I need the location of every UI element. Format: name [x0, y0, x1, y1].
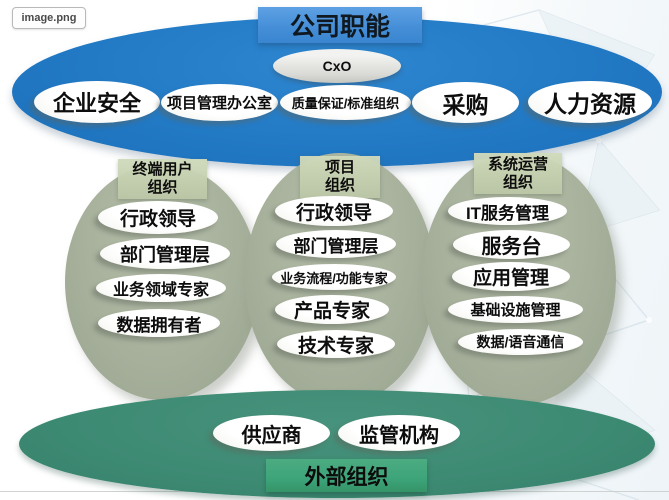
filename-badge: image.png — [12, 7, 86, 29]
role-pill: 部门管理层 — [100, 238, 230, 269]
role-pill: 数据/语音通信 — [458, 329, 583, 355]
function-pill-quality-standards: 质量保证/标准组织 — [280, 85, 411, 120]
external-pill-suppliers: 供应商 — [213, 415, 330, 451]
role-pill: 服务台 — [453, 230, 570, 259]
group-header-line1: 系统运营 — [487, 155, 548, 173]
group-header-line1: 项目 — [324, 159, 355, 177]
group-header-end-user: 终端用户 组织 — [118, 159, 207, 199]
cxo-pill: CxO — [273, 49, 401, 83]
group-header-project: 项目 组织 — [300, 156, 380, 198]
role-pill: IT服务管理 — [448, 197, 567, 225]
group-header-line1: 终端用户 — [132, 161, 193, 179]
role-pill: 业务领域专家 — [96, 274, 226, 302]
external-pill-regulators: 监管机构 — [338, 415, 460, 451]
role-pill: 数据拥有者 — [98, 309, 220, 337]
role-pill: 行政领导 — [275, 196, 393, 226]
external-org-banner: 外部组织 — [266, 459, 427, 492]
group-header-line2: 组织 — [147, 179, 178, 196]
role-pill: 产品专家 — [275, 295, 389, 324]
function-pill-hr: 人力资源 — [528, 81, 652, 123]
role-pill: 部门管理层 — [276, 230, 396, 258]
role-pill: 应用管理 — [452, 262, 570, 291]
function-pill-pmo: 项目管理办公室 — [161, 84, 278, 121]
company-functions-banner: 公司职能 — [258, 7, 422, 43]
role-pill: 技术专家 — [277, 330, 395, 358]
role-pill: 行政领导 — [98, 201, 218, 234]
role-pill: 基础设施管理 — [448, 296, 583, 323]
function-pill-enterprise-security: 企业安全 — [34, 81, 160, 123]
group-header-line2: 组织 — [324, 177, 355, 194]
role-pill: 业务流程/功能专家 — [272, 264, 396, 290]
group-header-system-ops: 系统运营 组织 — [474, 153, 562, 194]
group-header-line2: 组织 — [502, 173, 533, 191]
function-pill-procurement: 采购 — [412, 82, 519, 123]
